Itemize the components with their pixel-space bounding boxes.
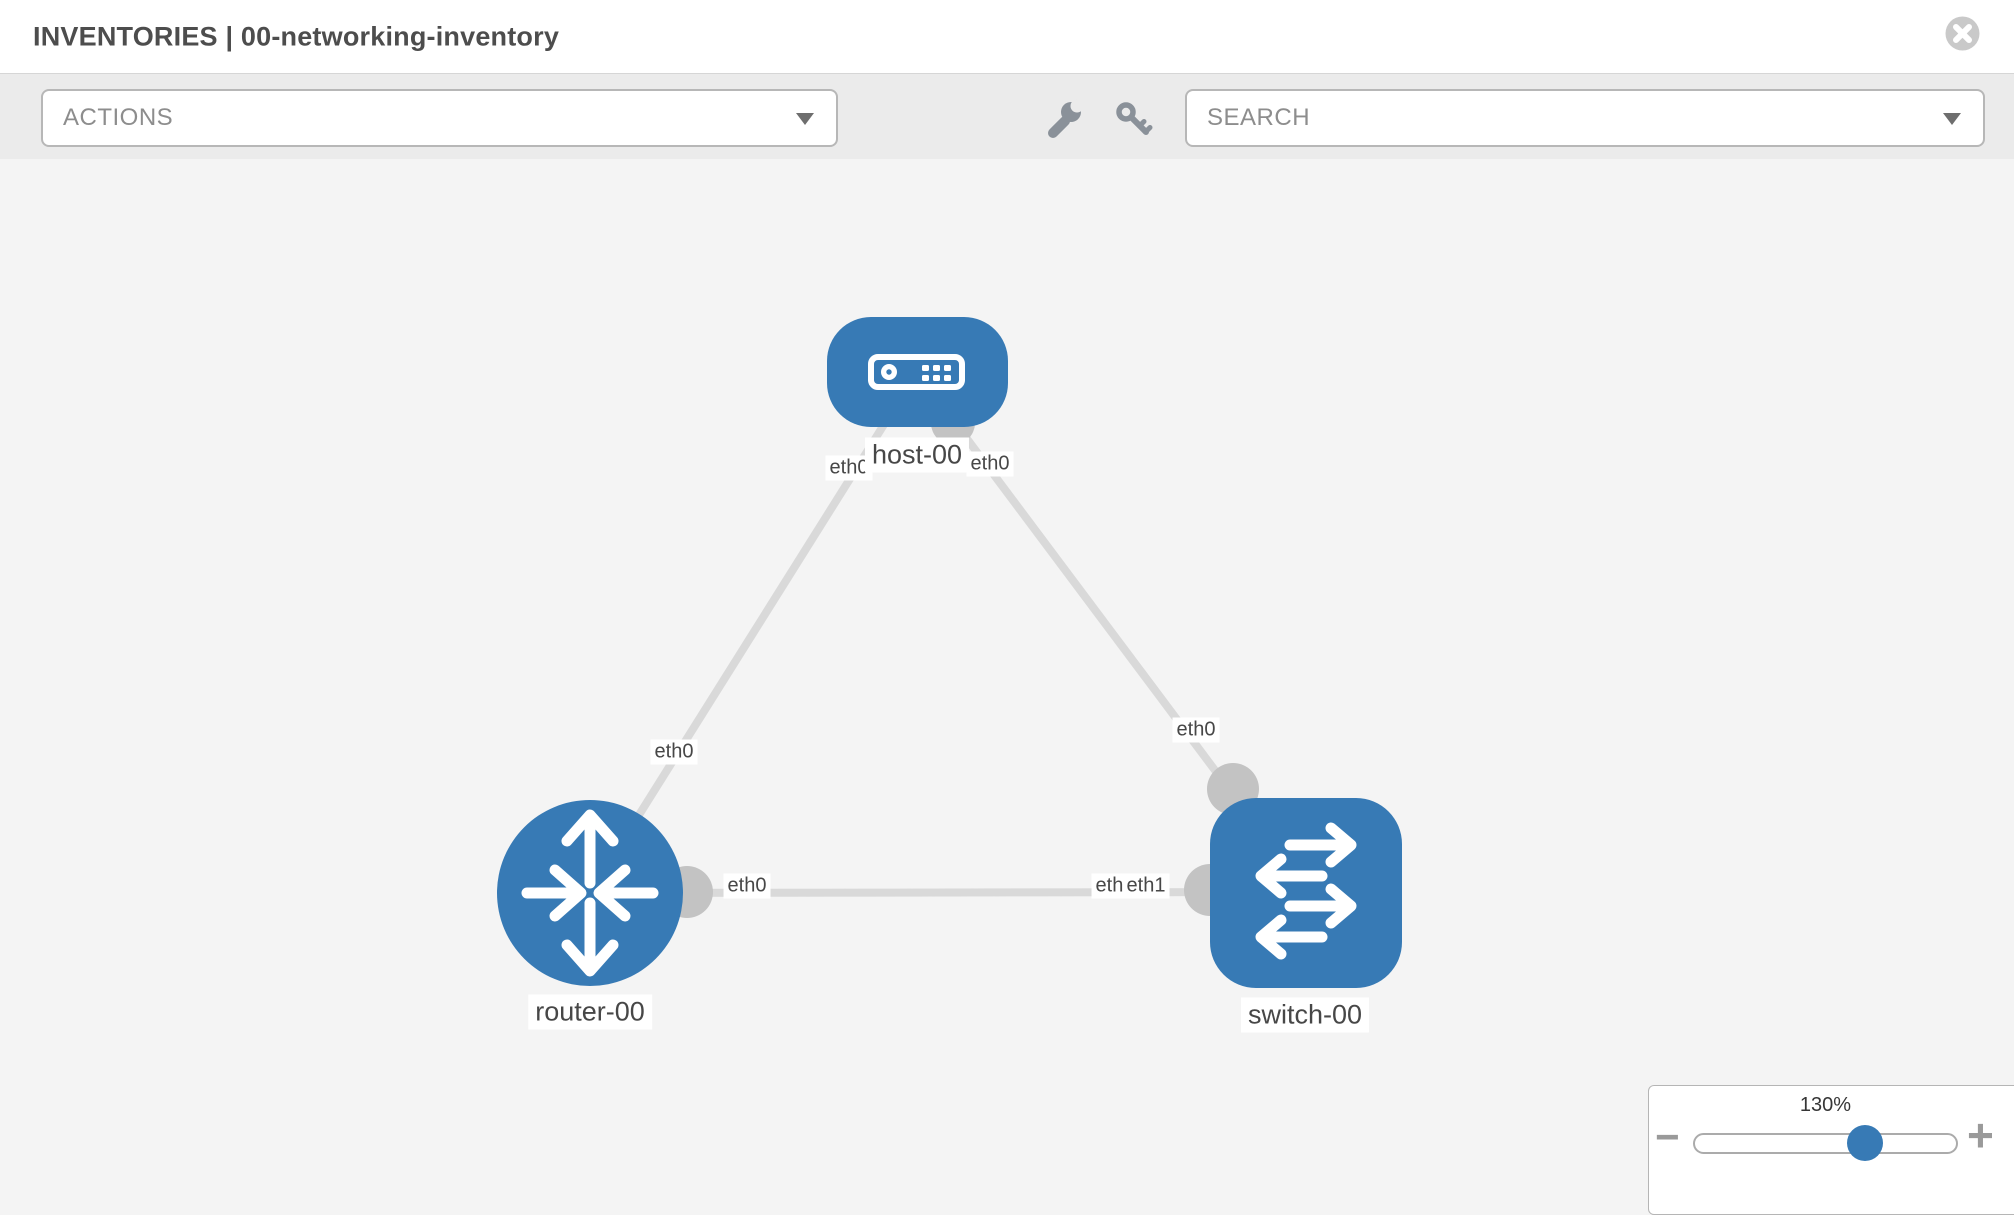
node-host[interactable] — [827, 317, 1008, 427]
interface-label-switch-port-top: eth1 — [1122, 873, 1170, 899]
interface-label-router-port: eth0 — [723, 873, 771, 899]
interface-label-host-switch: eth0 — [1172, 717, 1220, 743]
topology-canvas[interactable]: eth0 eth0 eth0 eth0 eth0 eth0 eth1 host-… — [0, 159, 2014, 1200]
zoom-slider-track[interactable] — [1693, 1125, 1958, 1161]
zoom-slider-thumb[interactable] — [1847, 1125, 1883, 1161]
host-icon — [868, 354, 965, 390]
actions-dropdown[interactable]: ACTIONS — [41, 89, 838, 147]
configure-button[interactable] — [1042, 98, 1086, 142]
zoom-control-panel: 130% − + — [1648, 1085, 2014, 1215]
node-switch[interactable] — [1210, 798, 1402, 988]
key-icon — [1116, 102, 1153, 135]
search-dropdown[interactable]: SEARCH — [1185, 89, 1985, 147]
node-router[interactable] — [497, 800, 683, 986]
interface-label-host-left: eth0 — [825, 455, 873, 481]
router-icon — [521, 809, 659, 977]
search-dropdown-label: SEARCH — [1207, 104, 1311, 131]
zoom-level-value: 130% — [1799, 1094, 1852, 1116]
switch-icon — [1255, 822, 1357, 960]
node-label-router: router-00 — [528, 994, 652, 1030]
zoom-in-button[interactable]: + — [1967, 1109, 1994, 1161]
interface-label-host-right: eth0 — [966, 451, 1014, 477]
wrench-icon — [1048, 99, 1084, 138]
chevron-down-icon — [1943, 113, 1961, 125]
close-button[interactable] — [1944, 15, 1981, 52]
credentials-button[interactable] — [1111, 98, 1155, 142]
actions-dropdown-label: ACTIONS — [63, 104, 174, 131]
zoom-out-button[interactable]: − — [1655, 1113, 1680, 1160]
toolbar: ACTIONS SEARCH — [0, 73, 2014, 160]
interface-label-host-router: eth0 — [650, 739, 698, 765]
chevron-down-icon — [796, 113, 814, 125]
header-bar: INVENTORIES | 00-networking-inventory — [0, 0, 2014, 73]
node-label-switch: switch-00 — [1240, 997, 1370, 1033]
topology-graph — [497, 317, 1402, 988]
node-label-host: host-00 — [864, 437, 970, 473]
close-icon — [1945, 16, 1980, 51]
page-title: INVENTORIES | 00-networking-inventory — [33, 21, 560, 51]
